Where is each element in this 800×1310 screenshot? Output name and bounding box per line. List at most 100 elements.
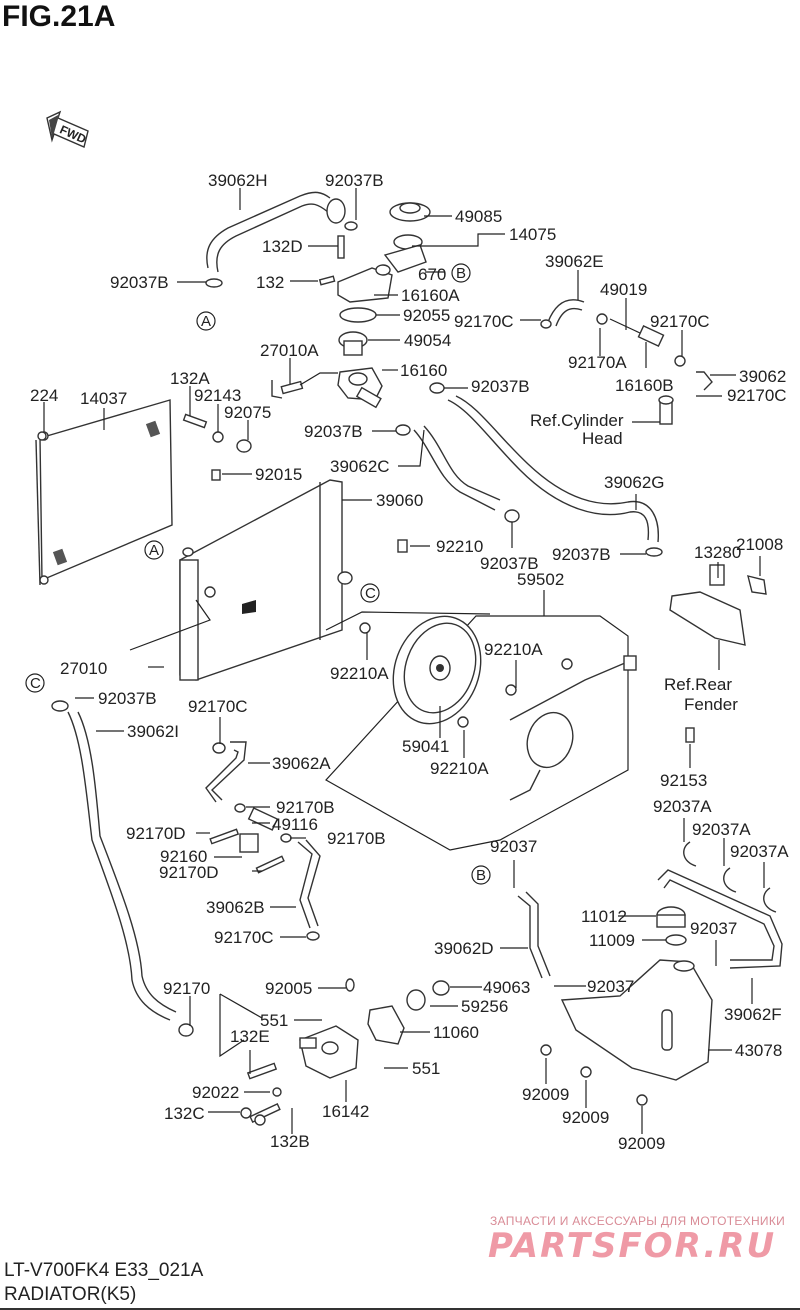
callout: 39060 (376, 491, 423, 510)
callout: 39062G (604, 473, 665, 492)
ref-circle-b: B B (451, 263, 491, 885)
nut-92210 (397, 539, 408, 553)
hose-39062B (297, 839, 321, 941)
svg-text:A: A (201, 313, 211, 330)
callout: 92170D (159, 863, 219, 882)
callout: 92153 (660, 771, 707, 790)
hose-39062-small (696, 371, 713, 391)
figure-title: FIG.21A (2, 0, 116, 33)
callout: 39062H (208, 171, 268, 190)
callout: 39062A (272, 754, 331, 773)
callout: Fender (684, 695, 738, 714)
watermark-tagline: ЗАПЧАСТИ И АКСЕССУАРЫ ДЛЯ МОТОТЕХНИКИ (490, 1214, 786, 1228)
callout: 92075 (224, 403, 271, 422)
callout: 92210 (436, 537, 483, 556)
callout: 39062E (545, 252, 604, 271)
clamps-top (205, 221, 445, 436)
svg-text:B: B (476, 867, 486, 884)
hose-39062C (413, 425, 520, 523)
bolts-132A-92143-92075 (37, 413, 252, 481)
fitting-49019-16160B (596, 313, 686, 367)
thermostat-housing-16160 (337, 367, 383, 409)
callout: 92009 (618, 1134, 665, 1153)
callout: 49116 (272, 815, 318, 834)
callout: 551 (260, 1011, 288, 1030)
callout: 49019 (600, 280, 647, 299)
clips-92037A (683, 841, 777, 913)
callout: 27010 (60, 659, 107, 678)
fan-motor (509, 655, 637, 801)
callout: 92009 (522, 1085, 569, 1104)
callout: 132C (164, 1104, 205, 1123)
callout: 16160B (615, 376, 674, 395)
fan-nuts (359, 622, 695, 743)
o-ring-92055 (339, 307, 377, 323)
fan-assembly-59502-bracket (325, 611, 629, 851)
watermark-brand: PARTSFOR.RU (488, 1226, 777, 1266)
reservoir-tank-43078 (560, 959, 713, 1081)
callout: 92170C (650, 312, 710, 331)
callout: 14075 (509, 225, 556, 244)
callout: 92015 (255, 465, 302, 484)
callout: 92005 (265, 979, 312, 998)
callout: 132D (262, 237, 303, 256)
callout: 92037B (325, 171, 384, 190)
callout: 92210A (484, 640, 543, 659)
impeller-59256-seal-49063 (406, 980, 450, 1011)
callout-labels: 39062H 92037B 49085 14075 132D 670 92037… (30, 171, 789, 1153)
hose-39062G (447, 395, 663, 557)
callout: 16160A (401, 286, 460, 305)
callout: 92037 (490, 837, 537, 856)
thermostat-49054 (338, 331, 368, 356)
callout: Ref.Cylinder (530, 411, 624, 430)
callout: 92037B (480, 554, 539, 573)
hose-39062E (540, 299, 585, 329)
callout: 43078 (735, 1041, 782, 1060)
housing-16160A (337, 264, 393, 303)
callout: 16142 (322, 1102, 369, 1121)
temp-sensor-27010A (271, 380, 304, 399)
cylinder-head-fitting (658, 395, 674, 425)
pump-cover-11060 (367, 1005, 405, 1045)
callout: 92022 (192, 1083, 239, 1102)
callout: 92037B (471, 377, 530, 396)
fwd-arrow-icon: FWD (46, 110, 89, 148)
hose-39062F (657, 869, 783, 969)
callout: 92170C (188, 697, 248, 716)
callout: 92037A (730, 842, 789, 861)
water-pump-16142 (240, 978, 359, 1126)
ref-circle-a: A A (144, 311, 216, 560)
callout: 92037B (304, 422, 363, 441)
svg-text:A: A (149, 542, 159, 559)
model-code: LT-V700FK4 E33_021A (4, 1260, 204, 1281)
callout: 92170B (276, 798, 335, 817)
callout: 92170C (214, 928, 274, 947)
callout: 92170C (454, 312, 514, 331)
callout: 21008 (736, 535, 783, 554)
rear-fender-ref (669, 564, 767, 646)
callout: 39062C (330, 457, 390, 476)
callout: 92037 (587, 977, 634, 996)
callout: 92009 (562, 1108, 609, 1127)
callout: Ref.Rear (664, 675, 732, 694)
callout: 49063 (483, 978, 530, 997)
callout: 92037B (552, 545, 611, 564)
callout: 13280 (694, 543, 741, 562)
hose-39062D (517, 891, 551, 979)
callout: Head (582, 429, 623, 448)
callout: 39062D (434, 939, 494, 958)
callout: 92170A (568, 353, 627, 372)
screws-92009 (540, 1044, 648, 1106)
callout: 16160 (400, 361, 447, 380)
callout: 92160 (160, 847, 207, 866)
fitting-49116 (234, 803, 292, 843)
callout: 39062B (206, 898, 265, 917)
callout: 49054 (404, 331, 451, 350)
bottom-border (0, 1308, 800, 1310)
callout: 39062F (724, 1005, 782, 1024)
callout: 59256 (461, 997, 508, 1016)
svg-text:C: C (30, 675, 41, 692)
callout: 551 (412, 1059, 440, 1078)
callout: 92055 (403, 306, 450, 325)
